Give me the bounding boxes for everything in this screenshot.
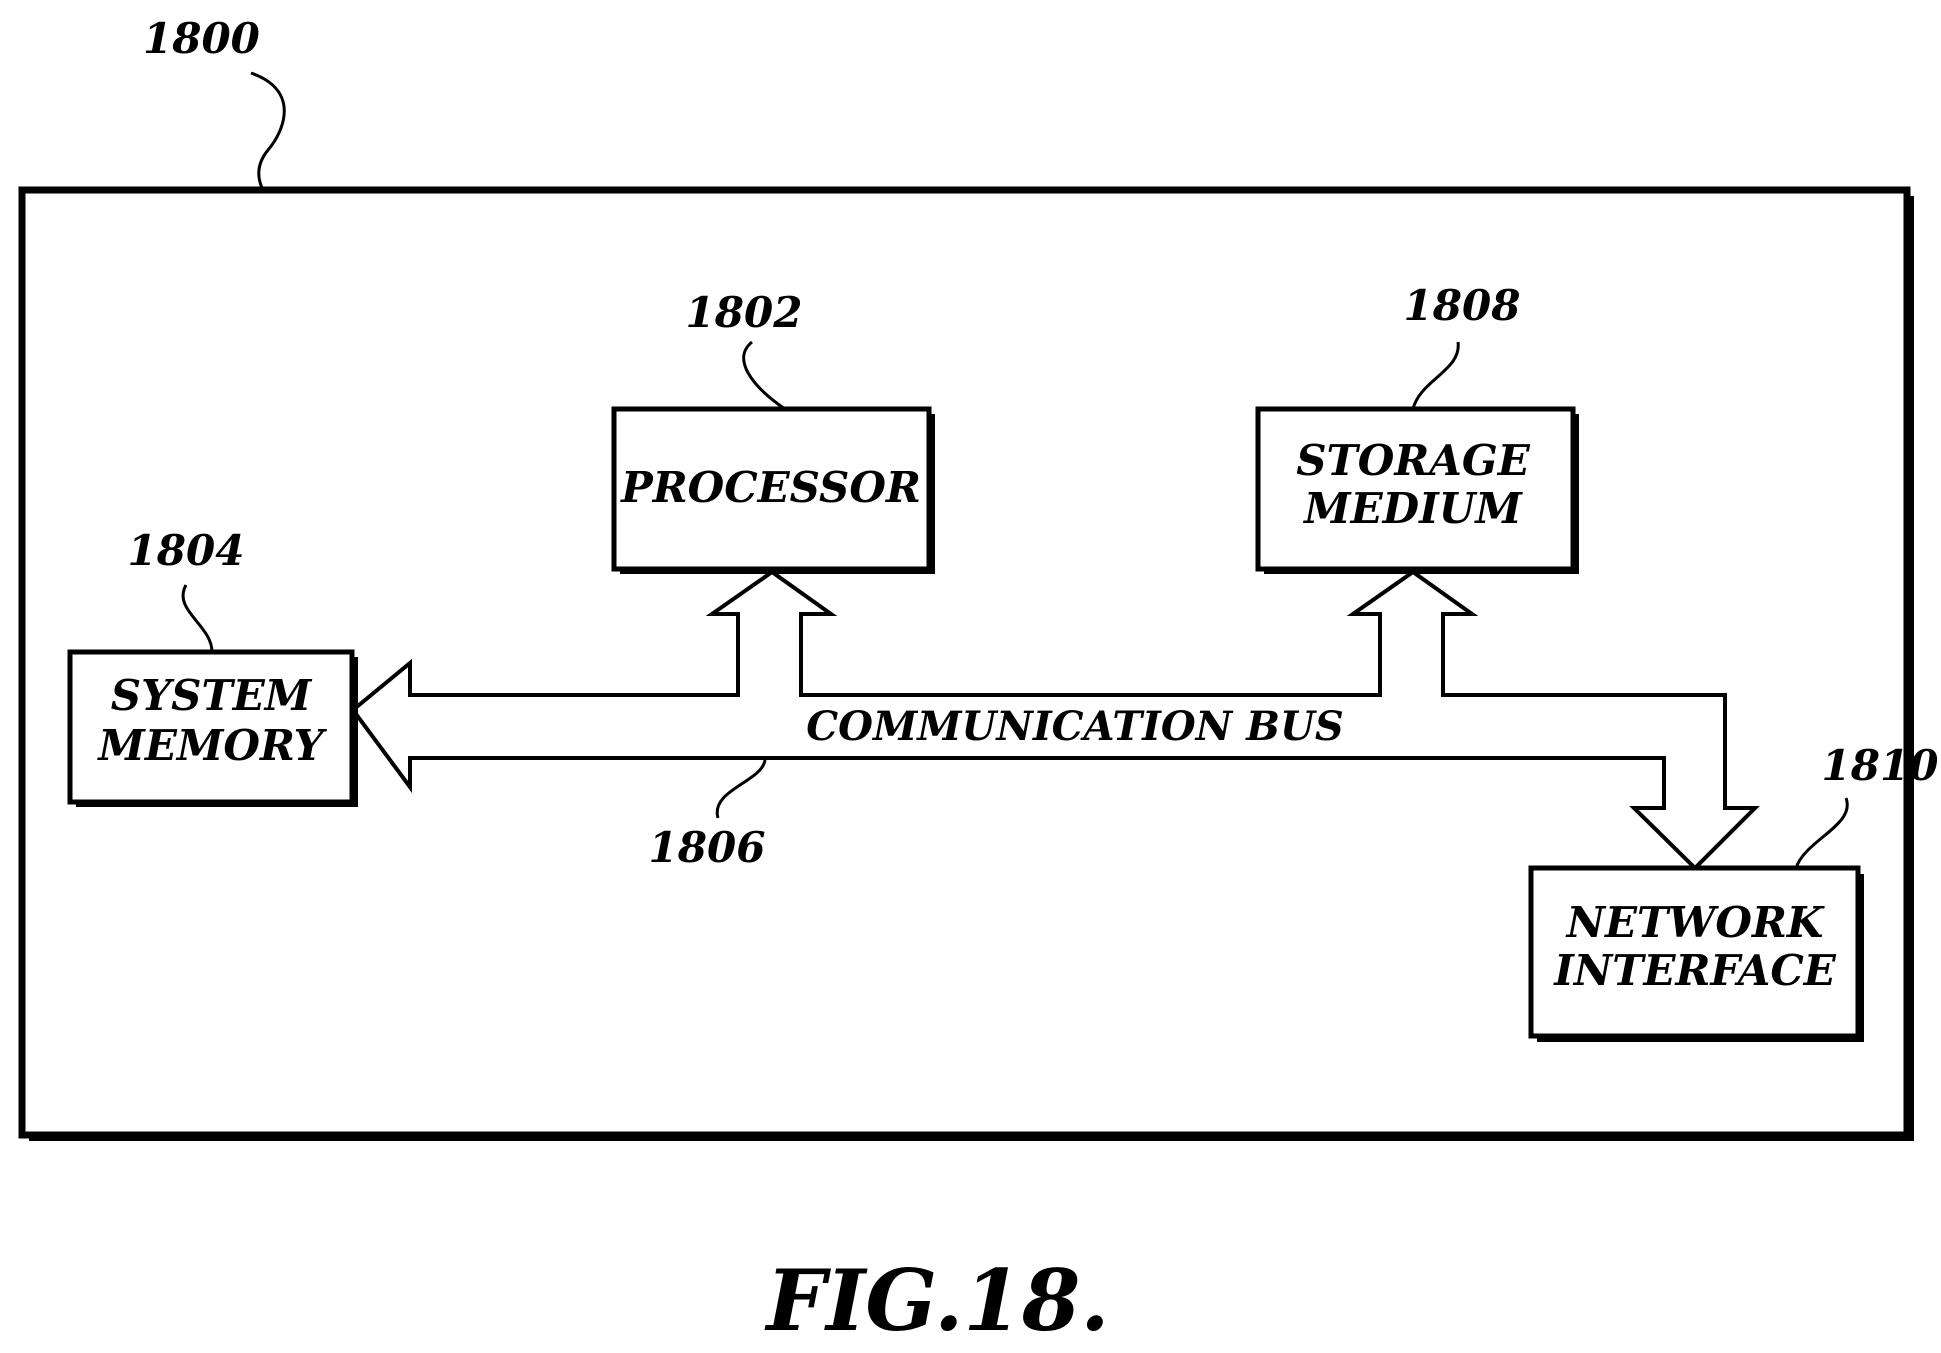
ref-memory: 1804 (128, 526, 245, 575)
ref-processor: 1802 (686, 288, 803, 337)
ref-storage: 1808 (1404, 281, 1521, 330)
storage-label-line2: MEDIUM (1302, 484, 1523, 533)
network-block: NETWORK INTERFACE (1531, 868, 1864, 1042)
storage-label-line1: STORAGE (1296, 436, 1531, 485)
network-label-line2: INTERFACE (1553, 946, 1837, 995)
memory-label-line2: MEMORY (96, 721, 327, 770)
ref-device: 1800 (143, 14, 260, 63)
memory-label-line1: SYSTEM (111, 671, 313, 720)
processor-label: PROCESSOR (620, 463, 921, 512)
storage-block: STORAGE MEDIUM (1258, 409, 1579, 574)
network-label-line1: NETWORK (1565, 898, 1825, 947)
figure-caption: FIG.18. (764, 1251, 1109, 1350)
bus-label: COMMUNICATION BUS (806, 703, 1343, 750)
ref-network: 1810 (1822, 741, 1939, 790)
memory-block: SYSTEM MEMORY (70, 652, 358, 807)
processor-block: PROCESSOR (614, 409, 935, 574)
ref-bus: 1806 (649, 823, 766, 872)
